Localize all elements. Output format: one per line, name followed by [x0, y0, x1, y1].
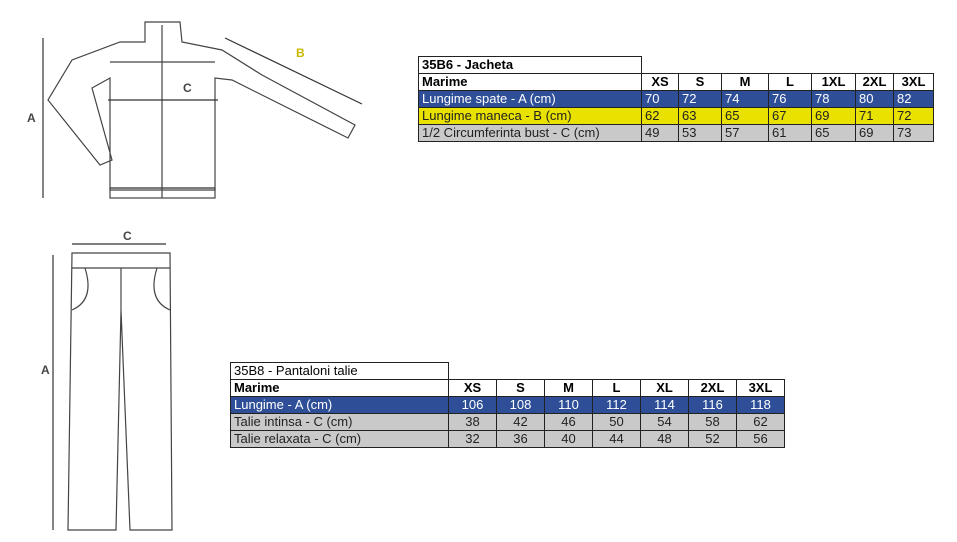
cell: 116: [688, 396, 737, 414]
table-header-row: Marime XS S M L XL 2XL 3XL: [230, 379, 785, 397]
header-label: Marime: [418, 73, 642, 91]
cell: 48: [640, 430, 689, 448]
size-header: S: [496, 379, 545, 397]
cell: 57: [721, 124, 769, 142]
row-label: Lungime maneca - B (cm): [418, 107, 642, 125]
size-header: S: [678, 73, 722, 91]
jacket-size-table: 35B6 - Jacheta Marime XS S M L 1XL 2XL 3…: [418, 56, 934, 142]
cell: 108: [496, 396, 545, 414]
cell: 40: [544, 430, 593, 448]
cell: 50: [592, 413, 641, 431]
cell: 46: [544, 413, 593, 431]
row-label: Lungime spate - A (cm): [418, 90, 642, 108]
cell: 62: [736, 413, 785, 431]
size-header: 3XL: [893, 73, 934, 91]
cell: 76: [768, 90, 812, 108]
size-header: 2XL: [688, 379, 737, 397]
cell: 65: [811, 124, 856, 142]
size-header: 3XL: [736, 379, 785, 397]
pants-size-table: 35B8 - Pantaloni talie Marime XS S M L X…: [230, 362, 785, 448]
cell: 38: [448, 413, 497, 431]
cell: 56: [736, 430, 785, 448]
cell: 72: [678, 90, 722, 108]
cell: 74: [721, 90, 769, 108]
row-label: 1/2 Circumferinta bust - C (cm): [418, 124, 642, 142]
jacket-label-c: C: [183, 81, 192, 95]
cell: 110: [544, 396, 593, 414]
pants-label-c: C: [123, 229, 132, 243]
jacket-label-b: B: [296, 46, 305, 60]
pants-label-a: A: [41, 363, 50, 377]
cell: 62: [641, 107, 679, 125]
row-label: Talie intinsa - C (cm): [230, 413, 449, 431]
row-label: Lungime - A (cm): [230, 396, 449, 414]
size-header: M: [544, 379, 593, 397]
cell: 36: [496, 430, 545, 448]
cell: 72: [893, 107, 934, 125]
cell: 118: [736, 396, 785, 414]
cell: 52: [688, 430, 737, 448]
cell: 32: [448, 430, 497, 448]
pants-drawing: [52, 243, 173, 531]
size-header: 1XL: [811, 73, 856, 91]
cell: 112: [592, 396, 641, 414]
size-header: 2XL: [855, 73, 894, 91]
table-header-row: Marime XS S M L 1XL 2XL 3XL: [418, 73, 934, 91]
cell: 82: [893, 90, 934, 108]
jacket-label-a: A: [27, 111, 36, 125]
cell: 70: [641, 90, 679, 108]
cell: 69: [855, 124, 894, 142]
size-header: XS: [448, 379, 497, 397]
cell: 58: [688, 413, 737, 431]
cell: 78: [811, 90, 856, 108]
cell: 42: [496, 413, 545, 431]
cell: 71: [855, 107, 894, 125]
table-title: 35B6 - Jacheta: [418, 56, 642, 74]
table-title: 35B8 - Pantaloni talie: [230, 362, 449, 380]
cell: 73: [893, 124, 934, 142]
row-label: Talie relaxata - C (cm): [230, 430, 449, 448]
cell: 63: [678, 107, 722, 125]
cell: 106: [448, 396, 497, 414]
jacket-drawing: [42, 21, 363, 199]
cell: 80: [855, 90, 894, 108]
cell: 54: [640, 413, 689, 431]
cell: 61: [768, 124, 812, 142]
size-header: XS: [641, 73, 679, 91]
size-header: L: [592, 379, 641, 397]
cell: 53: [678, 124, 722, 142]
size-header: XL: [640, 379, 689, 397]
header-label: Marime: [230, 379, 449, 397]
cell: 67: [768, 107, 812, 125]
size-header: L: [768, 73, 812, 91]
cell: 44: [592, 430, 641, 448]
cell: 65: [721, 107, 769, 125]
garment-diagrams: A B C C A: [27, 21, 363, 531]
cell: 69: [811, 107, 856, 125]
size-header: M: [721, 73, 769, 91]
cell: 49: [641, 124, 679, 142]
cell: 114: [640, 396, 689, 414]
